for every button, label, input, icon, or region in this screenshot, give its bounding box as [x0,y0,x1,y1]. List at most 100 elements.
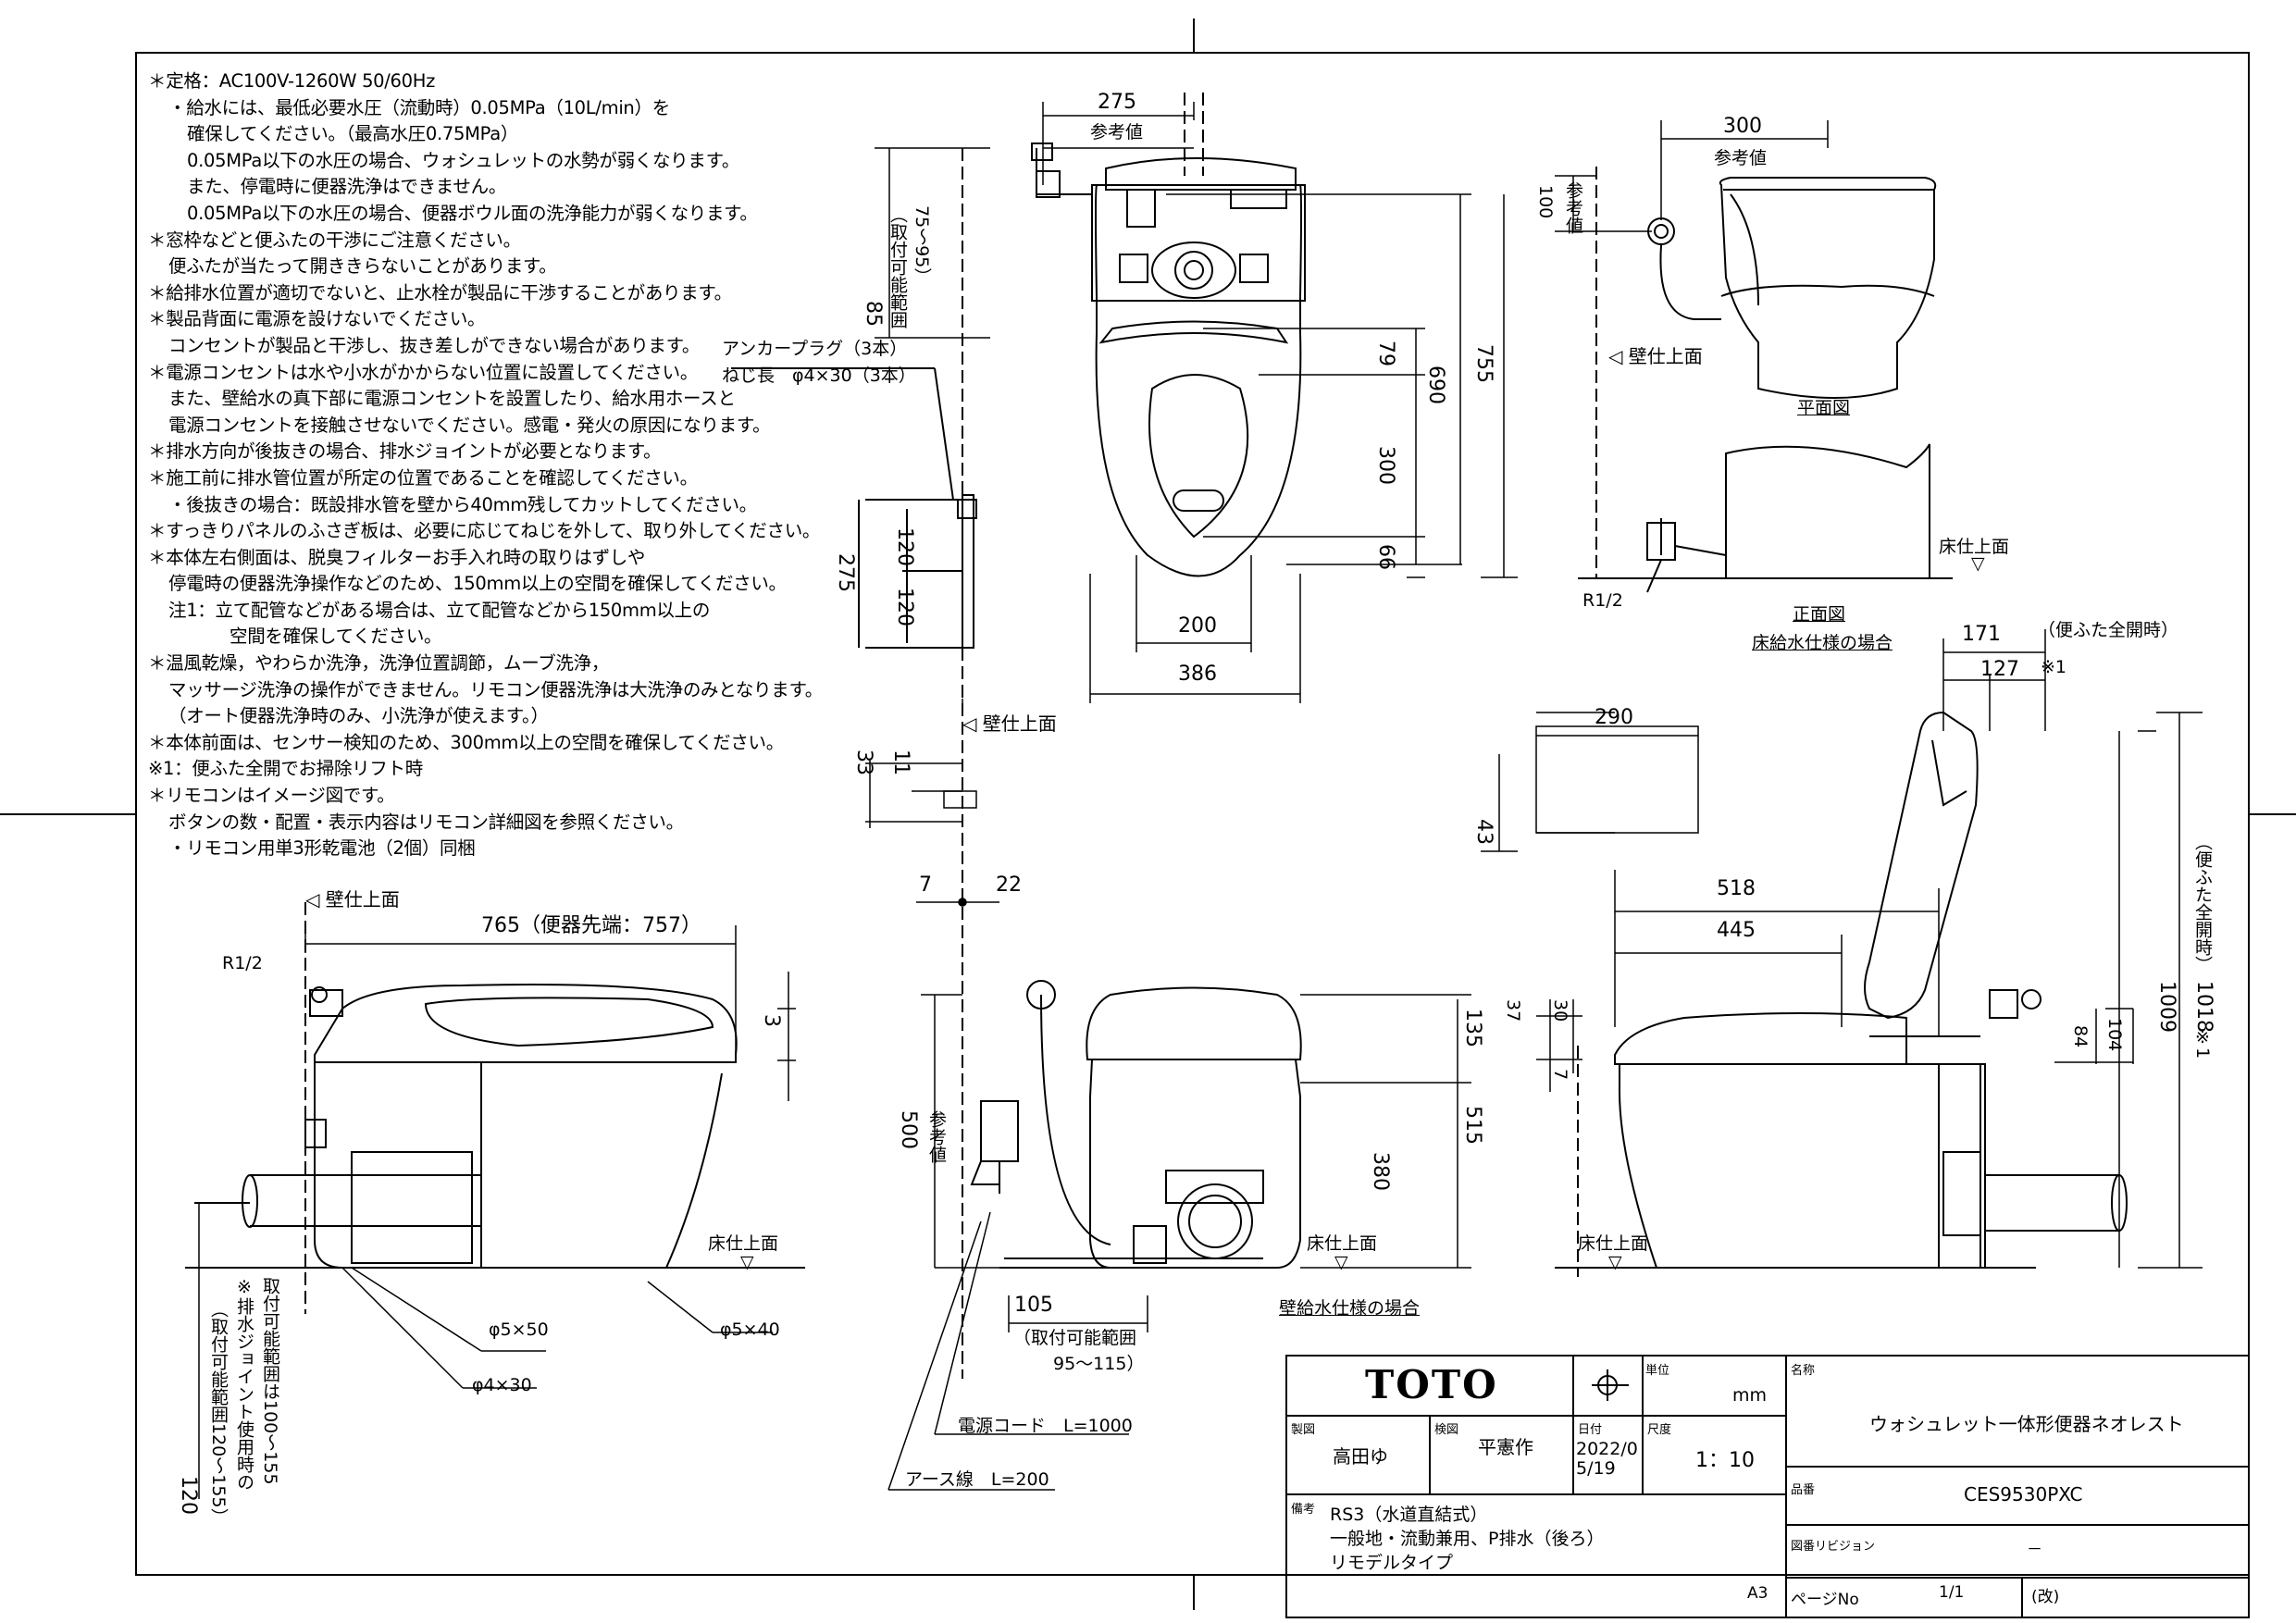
note-ref-1: ※1 [2041,657,2067,677]
plan-view-label: 平面図 [1797,398,1851,418]
dim-765: 765（便器先端：757） [481,914,701,937]
product-name: ウォシュレット一体形便器ネオレスト [1869,1413,2184,1435]
phi5x40-label: φ5×40 [720,1319,780,1340]
phi4x30-label: φ4×30 [472,1375,532,1395]
checker-value: 平憲作 [1478,1436,1533,1458]
dim-690: 690 [1424,365,1447,404]
model-label: 品番 [1791,1483,1816,1497]
note-line: 0.05MPa以下の水圧の場合、ウォシュレットの水勢が弱くなります。 [187,149,740,171]
model-number: CES9530PXC [1964,1483,2083,1505]
checker-label: 検図 [1434,1423,1459,1437]
name-label: 名称 [1791,1364,1816,1378]
note-line: 便ふたが当たって開ききらないことがあります。 [168,255,557,278]
toto-logo: TOTO [1365,1362,1498,1407]
ref-label-front: 参考値 [926,1110,947,1163]
note-line: ＊本体左右側面は、脱臭フィルターお手入れ時の取りはずしや [148,546,646,568]
dim-445: 445 [1717,919,1756,942]
anchor-label-2: ねじ長 φ4×30（3本） [722,365,916,386]
dim-518: 518 [1717,877,1756,900]
floor-supply-views [1578,167,1953,593]
title-block-lines [1285,1355,2250,1618]
note-line: ※1：便ふた全開でお掃除リフト時 [148,758,423,780]
dim-120b: 120 [893,588,916,626]
note-line: コンセントが製品と干渉し、抜き差しができない場合があります。 [168,334,701,356]
dim-300b: 300 [1374,446,1397,485]
note-line: ＊本体前面は、センサー検知のため、300mm以上の空間を確保してください。 [148,731,784,753]
dim-105: 105 [1014,1294,1053,1317]
dim-1018: 1018 [2192,981,2215,1033]
dim-7b: 7 [1550,1069,1570,1081]
top-plan-view [962,93,1306,925]
note-line: マッサージ洗浄の操作ができません。リモコン便器洗浄は大洗浄のみとなります。 [168,678,823,700]
note-line: ＊すっきりパネルのふさぎ板は、必要に応じてねじを外して、取り外してください。 [148,520,821,542]
left-range-3: 取付可能範囲は100～155 [260,1277,280,1485]
left-side-view [185,902,805,1314]
r12-label-left: R1/2 [222,953,263,973]
dim-755: 755 [1472,344,1496,383]
dim-3: 3 [760,1014,783,1027]
floor-finish-label-rs: 床仕上面 [1578,1233,1649,1254]
note-line: ＊排水方向が後抜きの場合、排水ジョイントが必要となります。 [148,440,662,463]
unit-label: 単位 [1645,1364,1670,1378]
note-line: 0.05MPa以下の水圧の場合、便器ボウル面の洗浄能力が弱くなります。 [187,202,758,224]
phi5x50-label: φ5×50 [489,1319,549,1340]
note-line: 停電時の便器洗浄操作などのため、150mm以上の空間を確保してください。 [168,573,787,595]
date-value: 2022/05/19 [1576,1439,1638,1479]
ref-label-plan-v: 参考値 [1563,181,1583,234]
r12-label-plan: R1/2 [1582,590,1623,611]
note-line: ＊電源コンセントは水や小水がかからない位置に設置してください。 [148,361,699,383]
earth-wire-label: アース線 L=200 [905,1469,1049,1490]
dim-30: 30 [1550,999,1570,1022]
dim-127: 127 [1980,658,2019,681]
dim-37: 37 [1503,999,1523,1022]
note-line: ＊施工前に排水管位置が所定の位置であることを確認してください。 [148,466,698,489]
note-line: （オート便器洗浄時のみ、小洗浄が使えます。） [168,705,549,727]
anchor-label-1: アンカープラグ（3本） [722,339,908,359]
front-view [962,925,1302,1379]
floor-finish-label-front: 床仕上面 [1307,1233,1378,1254]
dim-100: 100 [1535,185,1556,219]
page-suffix: (改) [2031,1588,2060,1606]
note-line: ＊製品背面に電源を設けないでください。 [148,308,486,330]
wall-finish-label-mid: ◁ 壁仕上面 [962,712,1057,735]
floor-arrow-front: ▽ [1334,1252,1348,1272]
dim-120a: 120 [893,527,916,566]
lid-open-label: （便ふた全開時） [2038,620,2179,640]
range-top-1: （取付可能範囲 [887,205,908,328]
wall-finish-label-left: ◁ 壁仕上面 [305,888,400,911]
revision-value: － [2027,1541,2042,1559]
floor-arrow-left: ▽ [740,1252,754,1272]
floor-arrow-r: ▽ [1971,553,1985,574]
dim-500: 500 [897,1110,920,1149]
note-line: ボタンの数・配置・表示内容はリモコン詳細図を参照ください。 [168,811,684,833]
front-view-label: 正面図 [1793,604,1846,625]
remarks-3: リモデルタイプ [1330,1553,1454,1573]
dim-275: 275 [1098,91,1136,114]
note-line: 電源コンセントを接触させないでください。感電・発火の原因になります。 [168,414,771,436]
revision-label: 図番リビジョン [1791,1540,1876,1554]
dim-11: 11 [889,750,912,775]
unit-value: mm [1732,1385,1768,1406]
page-label: ページNo [1791,1591,1859,1609]
note-line: ・リモコン用単3形乾電池（2個）同梱 [168,837,476,860]
dim-22: 22 [996,873,1022,897]
wall-finish-label-plan: ◁ 壁仕上面 [1608,345,1703,367]
dim-84: 84 [2070,1025,2091,1048]
scale-label: 尺度 [1647,1423,1672,1437]
note-line: ＊リモコンはイメージ図です。 [148,785,395,807]
note-line: 注1：立て配管などがある場合は、立て配管などから150mm以上の [168,599,711,621]
note-line: ・後抜きの場合：既設排水管を壁から40mm残してカットしてください。 [168,493,757,515]
note-line: ＊定格：AC100V-1260W 50/60Hz [148,70,436,92]
page-value: 1/1 [1939,1583,1965,1602]
ref-label-plan: 参考値 [1714,148,1768,168]
range-bottom-2: 95～115） [1053,1354,1145,1374]
dim-7: 7 [919,873,932,897]
dim-104: 104 [2104,1018,2125,1052]
floor-finish-label-left: 床仕上面 [708,1233,779,1254]
dim-200: 200 [1178,614,1217,638]
floor-arrow-rs: ▽ [1608,1252,1622,1272]
dim-275b: 275 [834,553,857,592]
anchor-bracket [731,367,977,649]
note-line: ＊温風乾燥，やわらか洗浄，洗浄位置調節，ムーブ洗浄， [148,652,610,675]
paper-size: A3 [1747,1584,1769,1603]
